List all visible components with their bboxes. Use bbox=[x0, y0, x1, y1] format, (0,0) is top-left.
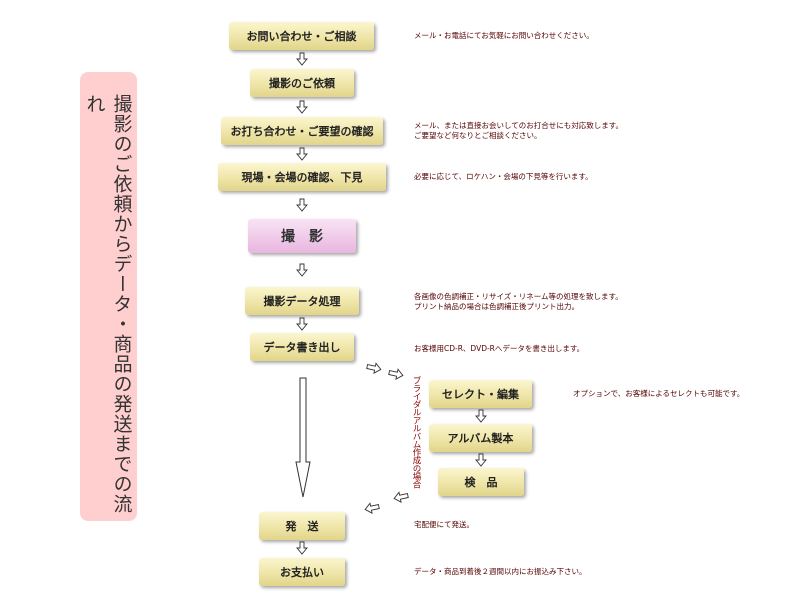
note-process-1: 各画像の色調補正・リサイズ・リネーム等の処理を致します。 bbox=[414, 292, 623, 301]
arrow-down-icon bbox=[296, 52, 308, 66]
arrow-down-icon bbox=[475, 453, 487, 467]
step-inspect: 検 品 bbox=[438, 468, 524, 496]
step-meeting: お打ち合わせ・ご要望の確認 bbox=[221, 117, 383, 145]
arrow-down-icon bbox=[296, 541, 308, 555]
note-pay: データ・商品到着後２週間以内にお振込み下さい。 bbox=[414, 567, 587, 576]
note-process-2: プリント納品の場合は色調補正後プリント出力。 bbox=[414, 302, 579, 311]
long-arrow-down-icon bbox=[295, 377, 311, 498]
note-select: オプションで、お客様によるセレクトも可能です。 bbox=[573, 389, 745, 398]
arrow-down-icon bbox=[296, 147, 308, 161]
step-ship: 発 送 bbox=[259, 512, 345, 540]
branch-label: ブライダルアルバム作成の場合 bbox=[411, 376, 421, 488]
arrow-down-icon bbox=[296, 263, 308, 277]
page-title: 撮影のご依頼からデータ・商品の発送までの流れ bbox=[83, 94, 133, 514]
arrow-left-icon bbox=[363, 501, 381, 515]
title-banner: 撮影のご依頼からデータ・商品の発送までの流れ bbox=[80, 72, 137, 521]
note-export: お客様用CD-R、DVD-Rへデータを書き出します。 bbox=[414, 344, 585, 353]
step-inquiry: お問い合わせ・ご相談 bbox=[229, 22, 374, 50]
arrow-down-icon bbox=[296, 317, 308, 331]
note-meeting-1: メール、または直接お会いしてのお打合せにも対応致します。 bbox=[414, 121, 624, 130]
arrow-down-icon bbox=[296, 100, 308, 114]
step-album: アルバム製本 bbox=[429, 424, 532, 452]
note-meeting-2: ご要望など何なりとご相談ください。 bbox=[414, 131, 542, 140]
step-shoot: 撮 影 bbox=[248, 219, 356, 253]
arrow-right-icon bbox=[365, 361, 383, 375]
step-request: 撮影のご依頼 bbox=[250, 69, 354, 97]
step-export: データ書き出し bbox=[250, 333, 354, 361]
arrow-down-icon bbox=[296, 198, 308, 212]
step-pay: お支払い bbox=[259, 558, 345, 586]
arrow-down-icon bbox=[475, 409, 487, 423]
arrow-right-icon bbox=[387, 367, 405, 381]
step-select: セレクト・編集 bbox=[429, 380, 532, 408]
note-ship: 宅配便にて発送。 bbox=[414, 520, 474, 529]
note-inquiry: メール・お電話にてお気軽にお問い合わせください。 bbox=[414, 31, 594, 40]
step-site: 現場・会場の確認、下見 bbox=[218, 163, 386, 191]
arrow-left-icon bbox=[392, 490, 410, 504]
note-site: 必要に応じて、ロケハン・会場の下見等を行います。 bbox=[414, 172, 593, 181]
step-process: 撮影データ処理 bbox=[245, 287, 359, 315]
